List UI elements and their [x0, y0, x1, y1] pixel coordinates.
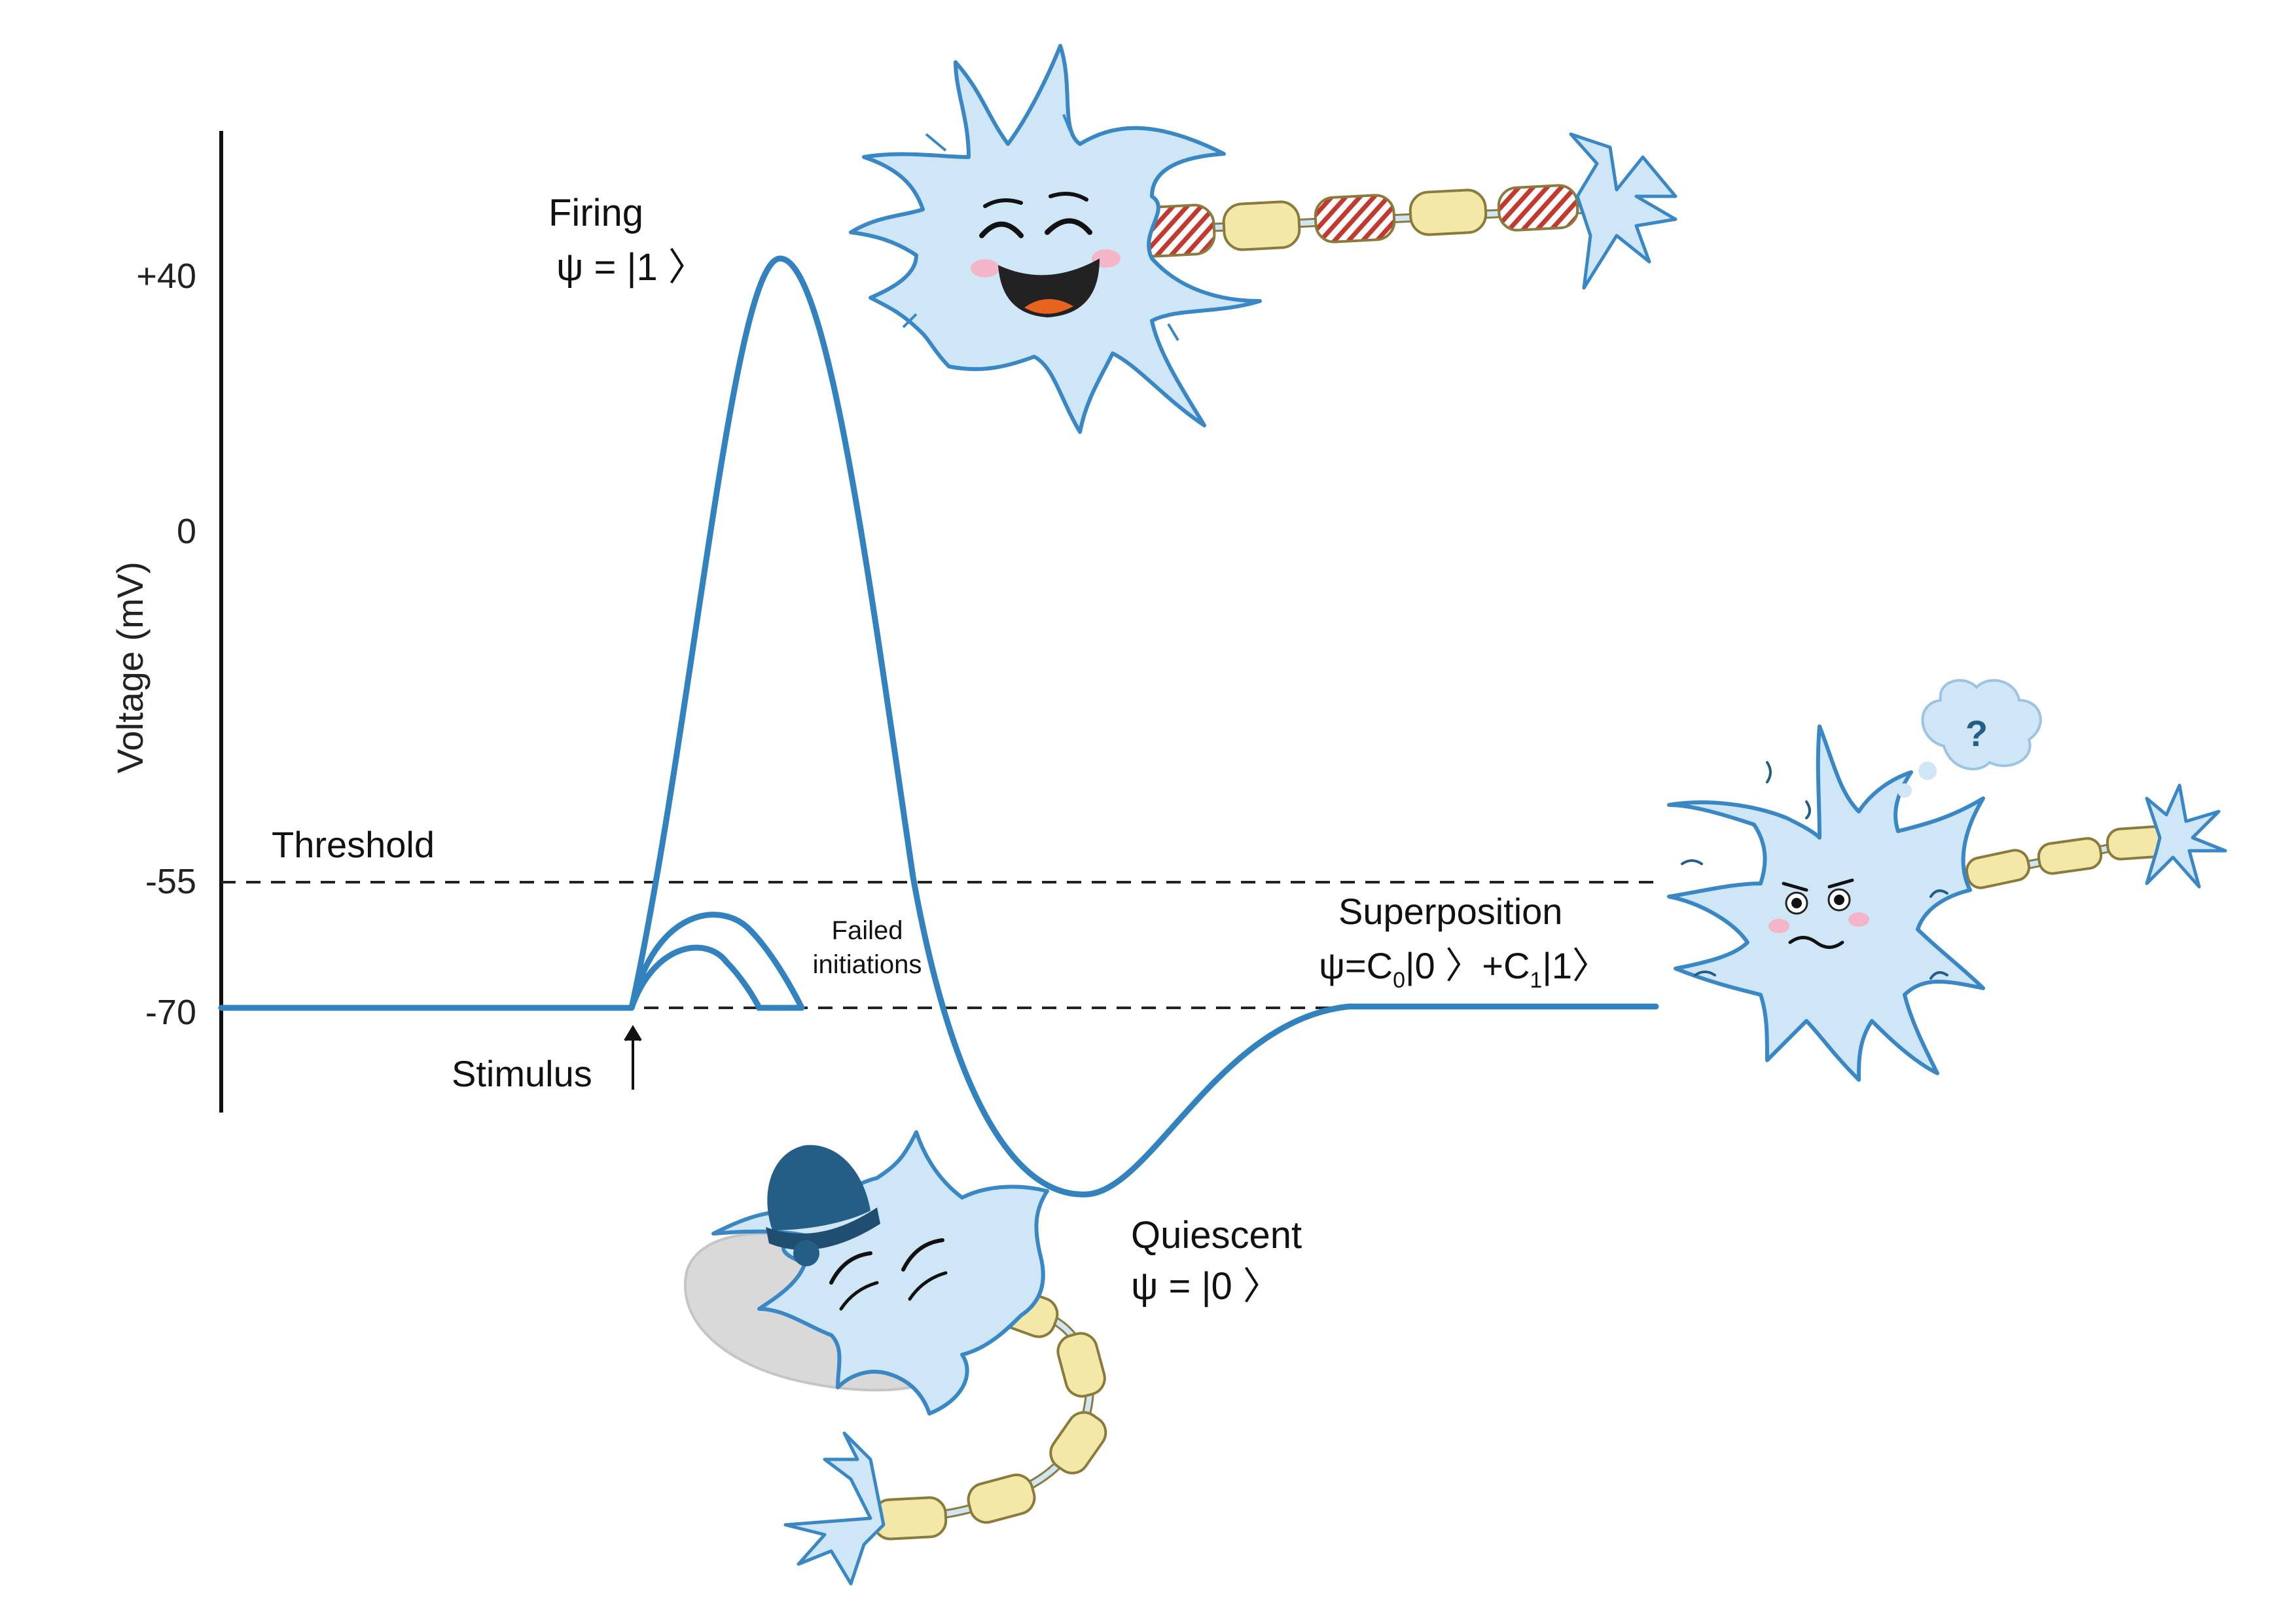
soma-confused — [1667, 724, 1985, 1082]
eye-left-sleeping — [829, 1251, 872, 1285]
axon-happy — [1112, 184, 1585, 258]
action-potential-trace — [218, 255, 1659, 1198]
brow-right-happy — [1049, 192, 1088, 202]
blush-left-happy — [971, 259, 999, 277]
brow-right-confused — [1827, 878, 1854, 889]
mouth-confused — [1788, 936, 1844, 949]
eye-left-happy — [979, 221, 1024, 238]
axon-confused — [1936, 825, 2168, 889]
mouth-happy — [998, 259, 1100, 317]
quiescent-title: Quiescent — [1131, 1214, 1302, 1257]
question-mark: ? — [1965, 713, 1988, 754]
tick-label-0: 0 — [177, 512, 196, 551]
superposition-psi: ψ=C0|0 〉+C1|1〉 — [1319, 945, 1609, 993]
soma-happy — [849, 44, 1262, 434]
superposition-psi-b: |0 〉+C — [1405, 945, 1530, 986]
tick-label-minus55: -55 — [145, 862, 196, 901]
tongue-happy — [1024, 298, 1073, 314]
motion-mark-happy — [902, 114, 1179, 342]
confused-neuron-icon: ? — [1667, 679, 2227, 1082]
blush-left-confused — [1768, 919, 1789, 933]
axon-terminal-confused — [2145, 783, 2227, 889]
blush-right-confused — [1848, 912, 1869, 927]
tick-label-plus40: +40 — [136, 257, 196, 296]
failed-initiation-1 — [628, 912, 805, 1011]
eye-right-sleeping — [901, 1238, 944, 1272]
tick-label-minus70: -70 — [145, 993, 196, 1032]
superposition-sub0: 0 — [1393, 968, 1405, 993]
eye-right-happy — [1045, 218, 1092, 235]
superposition-psi-a: ψ=C — [1319, 945, 1393, 986]
nightcap-pompom — [793, 1240, 819, 1266]
failed-label-line2: initiations — [813, 950, 922, 979]
pupil-right-confused — [1834, 895, 1844, 905]
threshold-label: Threshold — [272, 824, 435, 865]
thought-bubble-icon: ? — [1881, 679, 2042, 812]
axon-terminal-sleeping — [783, 1431, 886, 1586]
stimulus-label: Stimulus — [452, 1053, 592, 1094]
axon-terminal-happy — [1569, 132, 1677, 290]
failed-initiation-2 — [628, 944, 805, 1011]
brow-left-happy — [983, 198, 1023, 208]
firing-psi: ψ = |1 〉 — [556, 246, 706, 289]
brow-left-confused — [1782, 882, 1808, 892]
nightcap-brim — [766, 1207, 880, 1250]
quiescent-psi: ψ = |0 〉 — [1131, 1265, 1281, 1308]
pupil-left-confused — [1791, 898, 1802, 908]
superposition-sub1: 1 — [1530, 968, 1542, 993]
y-axis-label: Voltage (mV) — [109, 562, 151, 774]
sleeping-neuron-icon — [683, 1130, 1107, 1586]
nightcap-icon — [767, 1145, 870, 1230]
eye-lash-sleeping — [839, 1271, 948, 1311]
squiggle-marks-confused — [1681, 761, 1948, 980]
stimulus-arrow-icon — [624, 1025, 642, 1090]
happy-neuron-icon — [849, 44, 1677, 434]
superposition-psi-c: |1〉 — [1542, 945, 1609, 986]
failed-label-line1: Failed — [832, 916, 903, 945]
superposition-title: Superposition — [1338, 891, 1562, 932]
spike-curve — [628, 255, 1659, 1198]
firing-title: Firing — [548, 192, 643, 234]
